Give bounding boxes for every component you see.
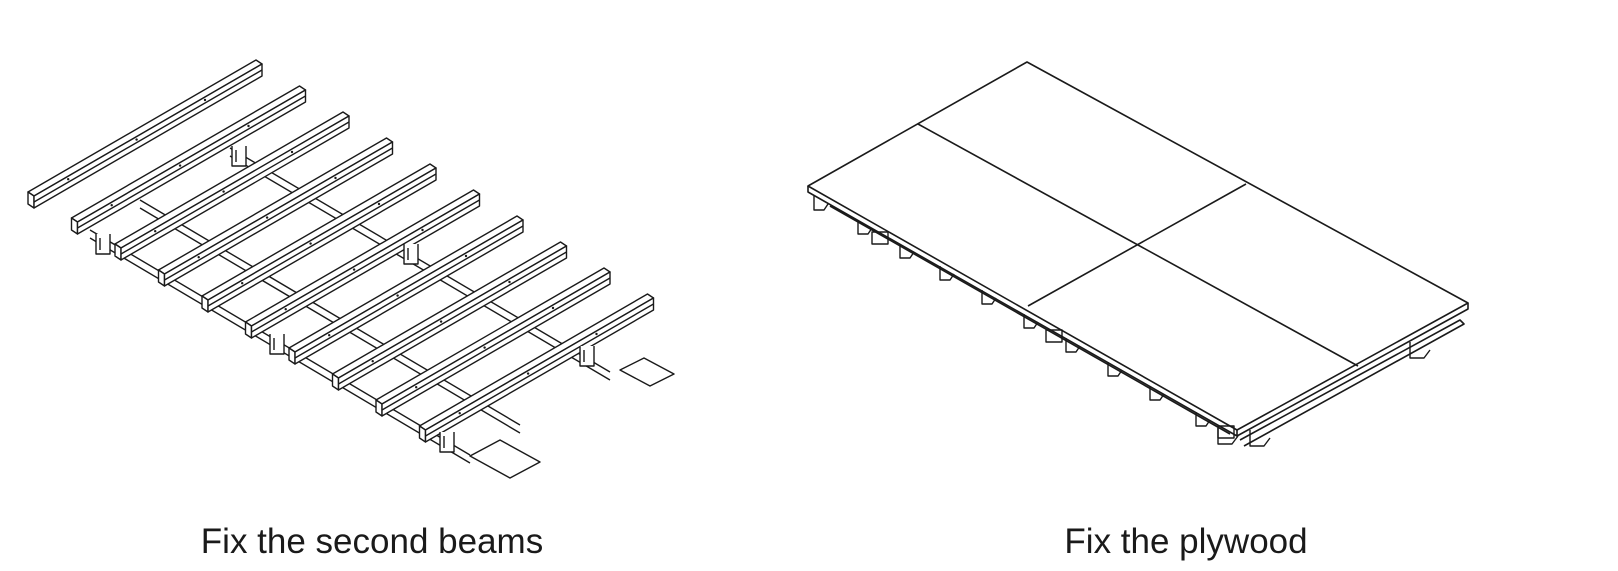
second-beam	[288, 215, 524, 365]
support-leg	[95, 234, 111, 255]
plywood-surface	[807, 61, 1469, 431]
second-beam	[244, 189, 481, 339]
foot-pad	[469, 357, 675, 479]
caption-plywood: Fix the plywood	[1064, 522, 1308, 561]
second-beams-illustration	[0, 0, 760, 500]
second-beam	[114, 111, 350, 261]
plywood-seam-short	[1027, 183, 1247, 307]
side-rail	[1239, 319, 1465, 447]
support-leg	[269, 334, 285, 355]
plywood-edge-front	[807, 186, 1238, 437]
support-leg	[403, 244, 419, 265]
beam-clamps	[871, 231, 1235, 439]
second-beam	[157, 137, 394, 287]
plywood-illustration	[800, 0, 1618, 500]
second-beam	[375, 267, 611, 417]
support-leg	[579, 346, 595, 367]
plywood-deck-drawing	[807, 61, 1469, 447]
second-beam	[27, 59, 263, 209]
support-brackets	[813, 196, 1431, 447]
second-beam	[331, 241, 568, 391]
second-beam	[418, 293, 655, 443]
caption-second-beams: Fix the second beams	[200, 522, 544, 561]
second-beam	[201, 163, 437, 313]
plywood-edge-right	[1236, 303, 1469, 437]
beam-frame-group	[27, 59, 675, 479]
second-beam	[70, 85, 307, 235]
beam-frame-drawing	[27, 59, 675, 479]
support-leg	[439, 432, 455, 453]
support-leg	[231, 146, 247, 167]
